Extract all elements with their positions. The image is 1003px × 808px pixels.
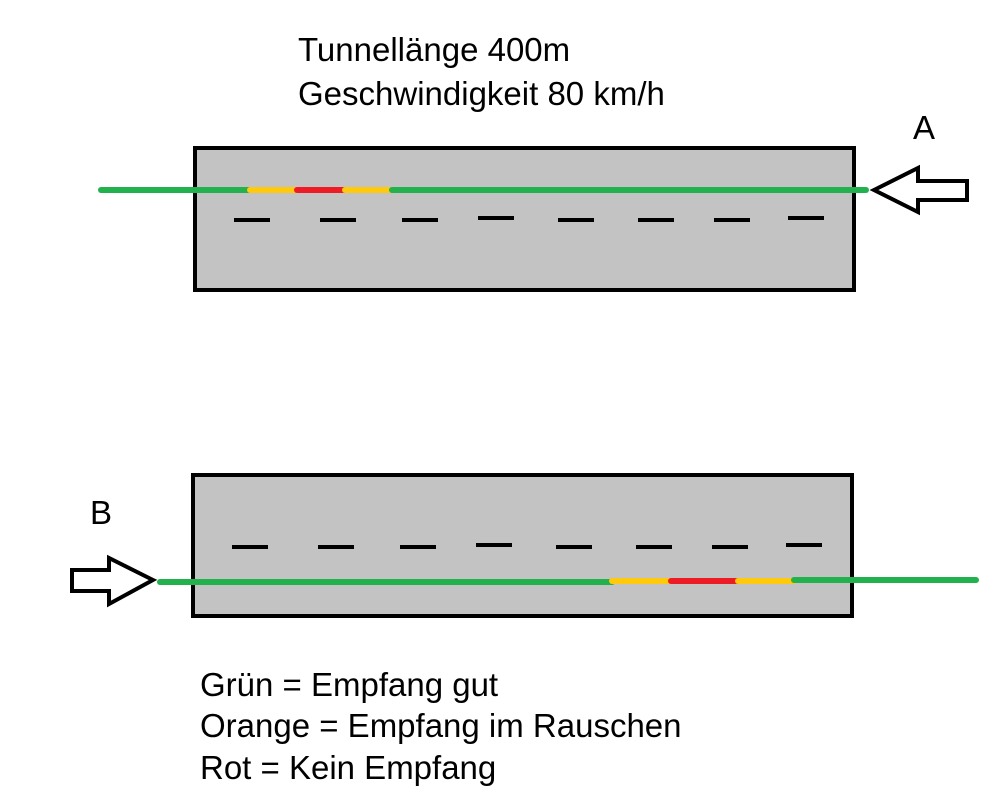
tunnel-b-signal-line xyxy=(157,577,979,585)
tunnel-a-body xyxy=(193,146,856,292)
tunnel-b-body xyxy=(191,473,854,618)
tunnel-a xyxy=(98,146,969,292)
tunnel-b xyxy=(70,473,979,618)
speed-label: Geschwindigkeit 80 km/h xyxy=(298,75,665,112)
arrow-right-icon xyxy=(70,554,158,608)
direction-label-a: A xyxy=(913,109,936,146)
tunnel-a-lane-markings xyxy=(234,216,824,222)
direction-label-b: B xyxy=(90,494,113,531)
legend-red: Rot = Kein Empfang xyxy=(200,749,497,786)
tunnel-length-label: Tunnellänge 400m xyxy=(298,31,571,68)
arrow-left-icon xyxy=(869,164,969,216)
tunnel-b-lane-markings xyxy=(232,543,822,549)
legend-orange: Orange = Empfang im Rauschen xyxy=(200,707,682,744)
legend-green: Grün = Empfang gut xyxy=(200,666,499,703)
